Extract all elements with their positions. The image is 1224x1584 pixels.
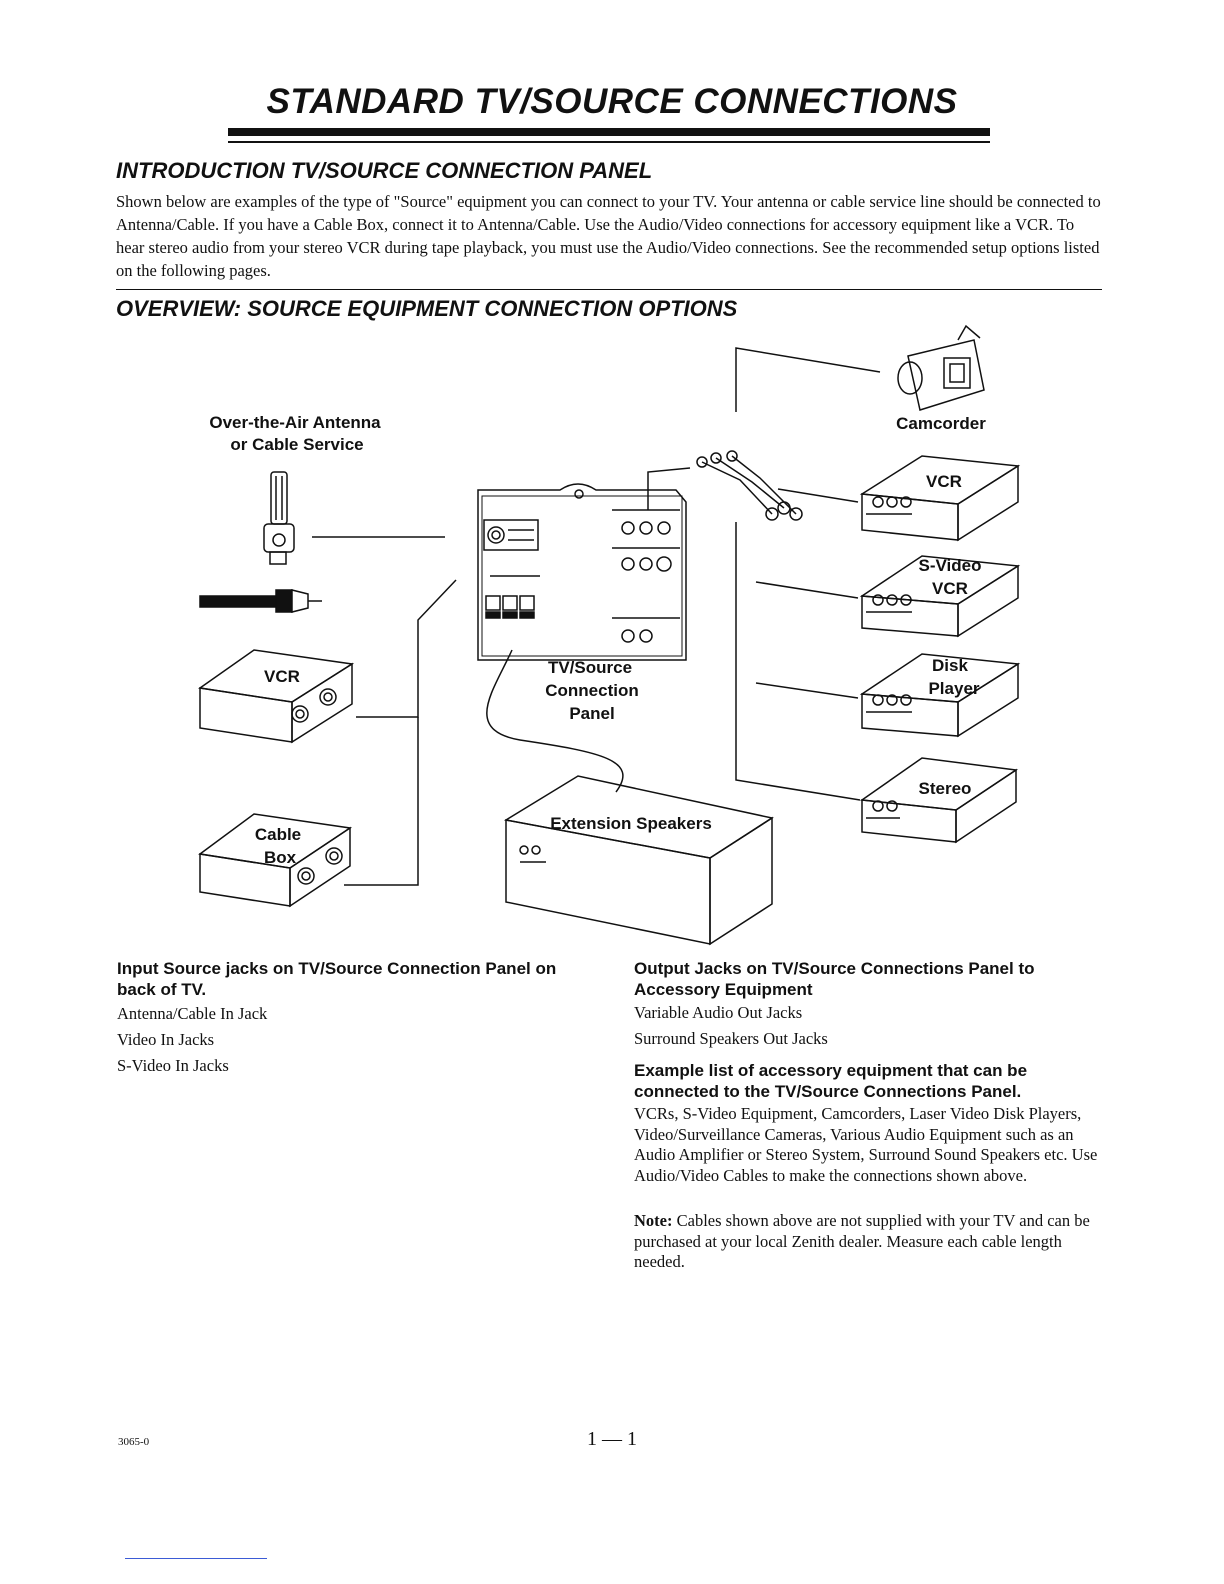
cable-box [198, 813, 353, 908]
antenna-connector-icon [263, 471, 295, 565]
disk-label-line1: Disk [932, 656, 968, 675]
list-item: Video In Jacks [117, 1030, 215, 1049]
list-item: Surround Speakers Out Jacks [634, 1029, 828, 1048]
antenna-label-line1: Over-the-Air Antenna [209, 413, 381, 432]
vcr-left-label: VCR [264, 667, 300, 686]
extension-speakers-box [503, 775, 774, 946]
panel-label-line1: TV/Source [548, 658, 632, 677]
panel-label-line3: Panel [569, 704, 614, 723]
disk-label-line2: Player [928, 679, 979, 698]
disk-player-box [859, 653, 1021, 738]
title-rule-thick [228, 128, 990, 136]
panel-label-line2: Connection [545, 681, 639, 700]
example-equipment-paragraph: VCRs, S-Video Equipment, Camcorders, Las… [634, 1104, 1098, 1185]
input-jacks-list: Antenna/Cable In Jack Video In Jacks S-V… [117, 1003, 567, 1081]
svideo-label-line1: S-Video [919, 556, 982, 575]
antenna-label-line2: or Cable Service [230, 435, 363, 454]
note-text: Cables shown above are not supplied with… [634, 1211, 1090, 1271]
list-item: Antenna/Cable In Jack [117, 1004, 268, 1023]
stereo-box [859, 757, 1019, 844]
input-jacks-heading: Input Source jacks on TV/Source Connecti… [117, 959, 557, 999]
av-cables-icon [696, 450, 803, 521]
footer-code: 3065-0 [118, 1436, 150, 1448]
vcr-left-box [198, 649, 355, 744]
svideo-label-line2: VCR [932, 579, 968, 598]
output-jacks-list: Variable Audio Out Jacks Surround Speake… [634, 1002, 1094, 1054]
coax-cable-icon [199, 589, 322, 613]
camcorder-icon [897, 324, 985, 411]
intro-paragraph: Shown below are examples of the type of … [116, 192, 1101, 280]
intro-heading: INTRODUCTION TV/SOURCE CONNECTION PANEL [116, 158, 653, 183]
output-jacks-heading: Output Jacks on TV/Source Connections Pa… [634, 959, 1035, 999]
speaker-cable [486, 649, 624, 793]
cable-box-label-line2: Box [264, 848, 297, 867]
note-label: Note: [634, 1211, 673, 1230]
cable-box-label-line1: Cable [255, 825, 301, 844]
list-item: S-Video In Jacks [117, 1056, 229, 1075]
list-item: Variable Audio Out Jacks [634, 1003, 803, 1022]
vcr-right-label: VCR [926, 472, 962, 491]
extension-speakers-label: Extension Speakers [550, 814, 712, 833]
vcr-right-box [859, 455, 1021, 542]
page-number: 1 — 1 [587, 1428, 637, 1450]
stereo-label: Stereo [919, 779, 972, 798]
tv-source-panel [477, 483, 687, 661]
camcorder-label: Camcorder [896, 414, 986, 433]
svideo-vcr-box [859, 555, 1021, 638]
bottom-underline [125, 1558, 267, 1559]
note-paragraph: Note: Cables shown above are not supplie… [634, 1211, 1104, 1273]
example-equipment-heading: Example list of accessory equipment that… [634, 1061, 1028, 1101]
overview-heading: OVERVIEW: SOURCE EQUIPMENT CONNECTION OP… [116, 296, 738, 321]
connection-diagram: Over-the-Air Antenna or Cable Service VC… [198, 324, 1021, 946]
page-title: STANDARD TV/SOURCE CONNECTIONS [266, 82, 958, 121]
title-rule-thin [228, 141, 990, 143]
section-divider [116, 289, 1102, 290]
